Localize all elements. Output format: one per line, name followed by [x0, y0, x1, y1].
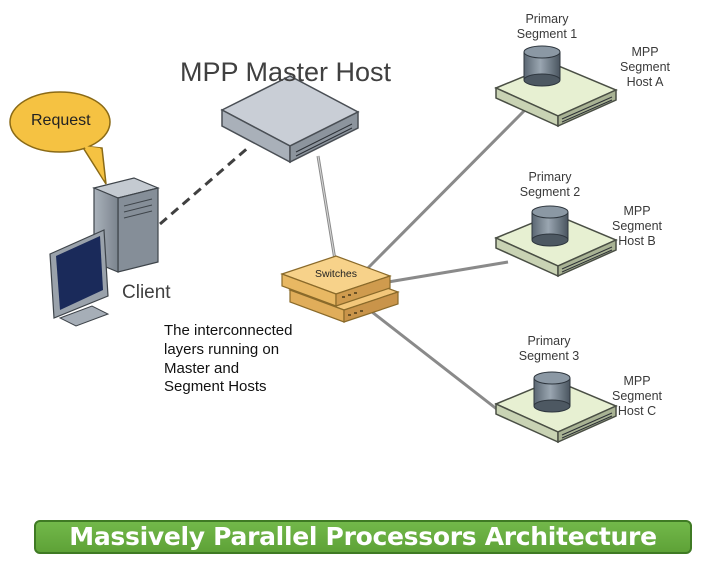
primary-segment-1-label: Primary Segment 1	[502, 12, 592, 42]
host-label-line: MPP	[623, 374, 651, 388]
primary-segment-3-label: Primary Segment 3	[504, 334, 594, 364]
segment-number-line: Segment 1	[516, 27, 578, 41]
segment-host-b-label: MPP Segment Host B	[602, 204, 672, 249]
switch-to-host-c-line	[371, 310, 499, 412]
host-label-line: Segment	[611, 389, 663, 403]
primary-segment-2-label: Primary Segment 2	[505, 170, 595, 200]
request-label: Request	[31, 112, 91, 129]
database-cylinder-2	[531, 205, 569, 247]
primary-label-line: Primary	[527, 334, 571, 348]
database-cylinder-3	[533, 371, 571, 413]
switches-device	[280, 255, 400, 323]
client-computer	[49, 177, 160, 327]
segment-host-a-label: MPP Segment Host A	[610, 45, 680, 90]
master-host-title: MPP Master Host	[180, 57, 392, 87]
note-line: Master and	[164, 359, 240, 377]
database-cylinder-1	[523, 45, 561, 87]
master-host-server	[220, 75, 360, 164]
host-label-line: Segment	[611, 219, 663, 233]
note-line: The interconnected	[164, 322, 293, 339]
connection-lines	[159, 109, 526, 412]
note-line: Segment Hosts	[164, 378, 267, 396]
host-label-line: MPP	[631, 45, 659, 59]
host-label-line: Host B	[618, 234, 656, 248]
switch-to-host-b-line	[387, 260, 509, 284]
request-bubble	[9, 91, 111, 185]
client-to-master-dashed-line	[159, 144, 251, 226]
host-label-line: MPP	[623, 204, 651, 218]
interconnect-note: The interconnected layers running on Mas…	[164, 322, 292, 397]
segment-number-line: Segment 2	[519, 185, 581, 199]
note-line: layers running on	[164, 340, 280, 358]
switch-to-host-a-line	[366, 109, 526, 270]
architecture-title-banner: Massively Parallel Processors Architectu…	[34, 520, 692, 554]
host-label-line: Segment	[619, 60, 671, 74]
primary-label-line: Primary	[525, 12, 569, 26]
segment-host-c-label: MPP Segment Host C	[602, 374, 672, 419]
primary-label-line: Primary	[528, 170, 572, 184]
switches-label: Switches	[315, 268, 358, 280]
segment-number-line: Segment 3	[518, 349, 580, 363]
host-label-line: Host C	[617, 404, 657, 418]
host-label-line: Host A	[626, 75, 664, 89]
client-label: Client	[122, 282, 171, 303]
